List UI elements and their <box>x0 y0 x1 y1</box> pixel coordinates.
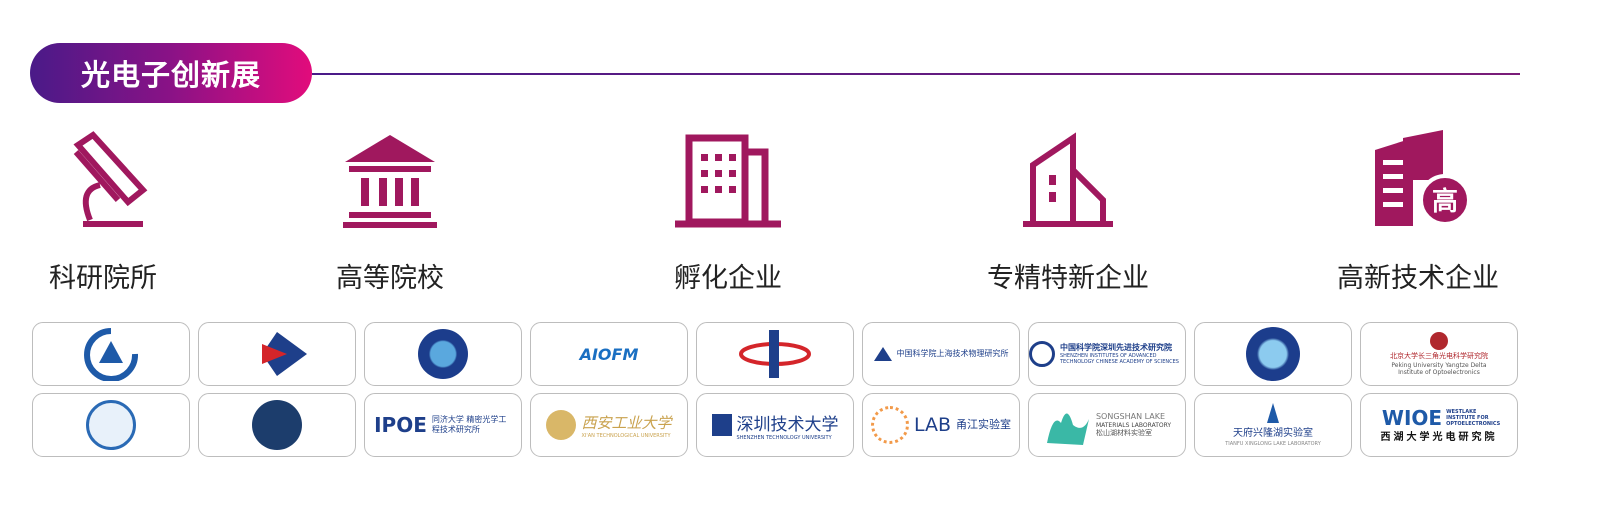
factory-building-icon <box>1023 132 1113 227</box>
svg-text:高: 高 <box>1432 186 1458 217</box>
institute-logo-2[interactable] <box>198 322 356 386</box>
office-building-icon <box>675 134 781 228</box>
category-label: 孵化企业 <box>674 263 782 294</box>
pen-research-icon <box>73 131 148 227</box>
sztu-shield-icon <box>711 414 732 436</box>
university-seal-logo[interactable] <box>364 322 522 386</box>
seal-emblem-icon <box>86 400 136 450</box>
category-high-tech-enterprises: 高 高新技术企业 <box>1298 130 1538 295</box>
university-seal-logo-2[interactable] <box>1194 322 1352 386</box>
sail-icon <box>1267 403 1279 423</box>
institute-emblem-icon <box>84 328 139 381</box>
category-universities: 高等院校 <box>270 130 510 295</box>
category-label: 专精特新企业 <box>987 263 1149 294</box>
category-incubators: 孵化企业 <box>608 130 848 295</box>
ylab-emblem-icon <box>870 406 909 444</box>
seal-emblem-icon <box>1246 327 1300 381</box>
category-research-institutes: 科研院所 <box>0 130 223 295</box>
seal-emblem-icon <box>252 400 302 450</box>
mountain-icon <box>873 347 892 361</box>
university-seal-logo-4[interactable] <box>198 393 356 457</box>
siat-emblem-icon <box>1029 341 1055 367</box>
university-seal-logo-3[interactable] <box>32 393 190 457</box>
high-tech-building-icon: 高 <box>1375 130 1471 226</box>
university-building-icon <box>343 135 437 228</box>
cas-shanghai-institute-logo[interactable]: 中国科学院上海技术物理研究所 <box>862 322 1020 386</box>
aiofm-logo[interactable]: AIOFM <box>530 322 688 386</box>
institute-logo-1[interactable] <box>32 322 190 386</box>
e-emblem-icon <box>739 330 811 378</box>
institute-logo-e[interactable] <box>696 322 854 386</box>
category-label: 高等院校 <box>336 263 444 294</box>
divider <box>312 73 1520 75</box>
seal-emblem-icon <box>418 329 468 379</box>
category-label: 高新技术企业 <box>1337 263 1499 294</box>
category-specialized-enterprises: 专精特新企业 <box>948 130 1188 295</box>
category-label: 科研院所 <box>49 263 157 294</box>
xatu-emblem-icon <box>546 410 577 440</box>
pku-emblem-icon <box>1430 331 1448 350</box>
diamond-emblem-icon <box>262 332 307 376</box>
songshan-mountain-icon <box>1046 413 1089 445</box>
section-title: 光电子创新展 <box>30 43 312 103</box>
